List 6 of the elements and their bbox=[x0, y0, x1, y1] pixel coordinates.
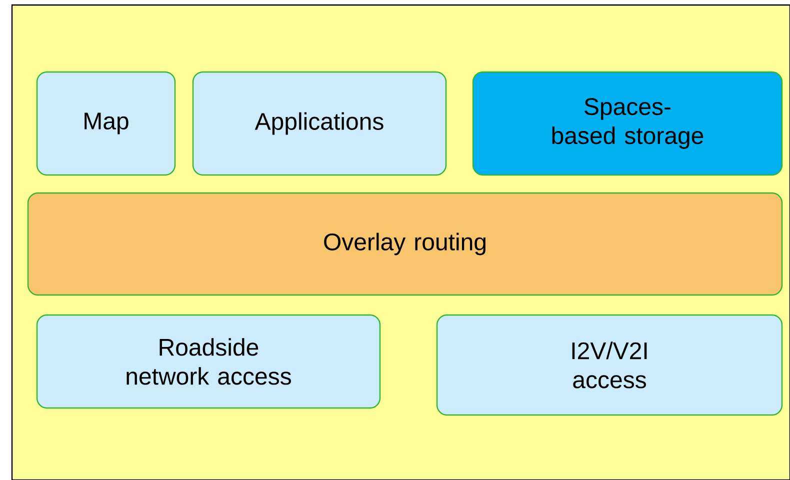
layer-box: Overlay routing bbox=[27, 192, 783, 296]
layer-box: Roadside network access bbox=[36, 314, 381, 409]
layer-box: I2V/V2I access bbox=[436, 314, 783, 416]
layer-box: Map bbox=[36, 71, 176, 176]
layer-box: Spaces-based storage bbox=[472, 71, 783, 176]
layer-box: Applications bbox=[192, 71, 447, 176]
